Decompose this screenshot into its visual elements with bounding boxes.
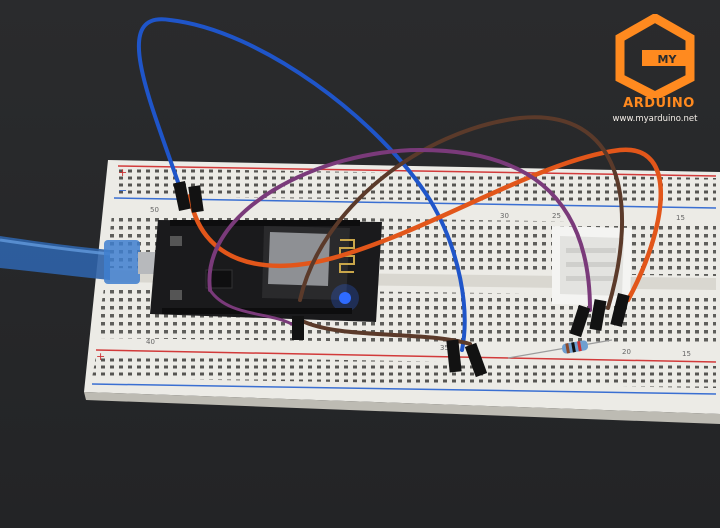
jumper-tip [173,181,191,211]
button-rst [170,236,182,246]
jumper-tip [464,342,488,378]
wire-orange [187,147,663,303]
wire-brown-lower [298,318,472,346]
nodemcu-board [150,220,382,322]
resistor [507,339,613,359]
logo-tag: MY [658,53,678,66]
wire-blue [136,17,467,352]
bottom-rail-plus-label: + [96,350,105,363]
pin-header-top [170,220,360,226]
esp-shield [268,232,330,286]
breadboard-edge [84,392,720,424]
pin-header-bottom [162,308,352,314]
jumper-tip [569,304,591,338]
board-led-glow [331,284,359,312]
column-number: 15 [676,214,685,222]
board-led [339,292,351,304]
usb-cable [0,236,160,284]
column-number: 20 [622,348,631,356]
jumper-ends [173,181,630,378]
column-number: 40 [146,338,155,346]
wire-brown [298,115,625,310]
logo-mark-icon: MY [615,12,695,102]
column-number: 35 [440,344,449,352]
column-number: 15 [682,350,691,358]
top-rail-blue-line [113,197,717,209]
logo-url-text: www.myarduino.net [612,114,698,124]
jumper-tip [292,316,304,340]
jumper-tip [188,185,204,213]
logo-brand-text: ARDUINO [623,96,695,111]
bottom-rail-blue-line [91,383,717,395]
column-number: 30 [500,212,509,220]
jumper-tip [610,293,630,327]
jumper-tip [446,339,462,373]
dht22-slot [566,262,616,267]
top-rail-plus-label: + [118,166,127,179]
bottom-rail-red-line [95,349,717,363]
bottom-power-rail [92,356,716,388]
dht22-slot [566,276,616,281]
usb-plug [104,240,140,284]
myarduino-logo: MY ARDUINO www.myarduino.net [596,12,714,124]
column-number: 25 [552,212,561,220]
button-flash [170,290,182,300]
top-rail-minus-label: − [118,184,127,197]
wire-purple [207,147,592,312]
column-number: 50 [150,206,159,214]
dht22-slot [566,248,616,253]
chip [205,269,233,289]
jumper-tip [589,299,607,331]
